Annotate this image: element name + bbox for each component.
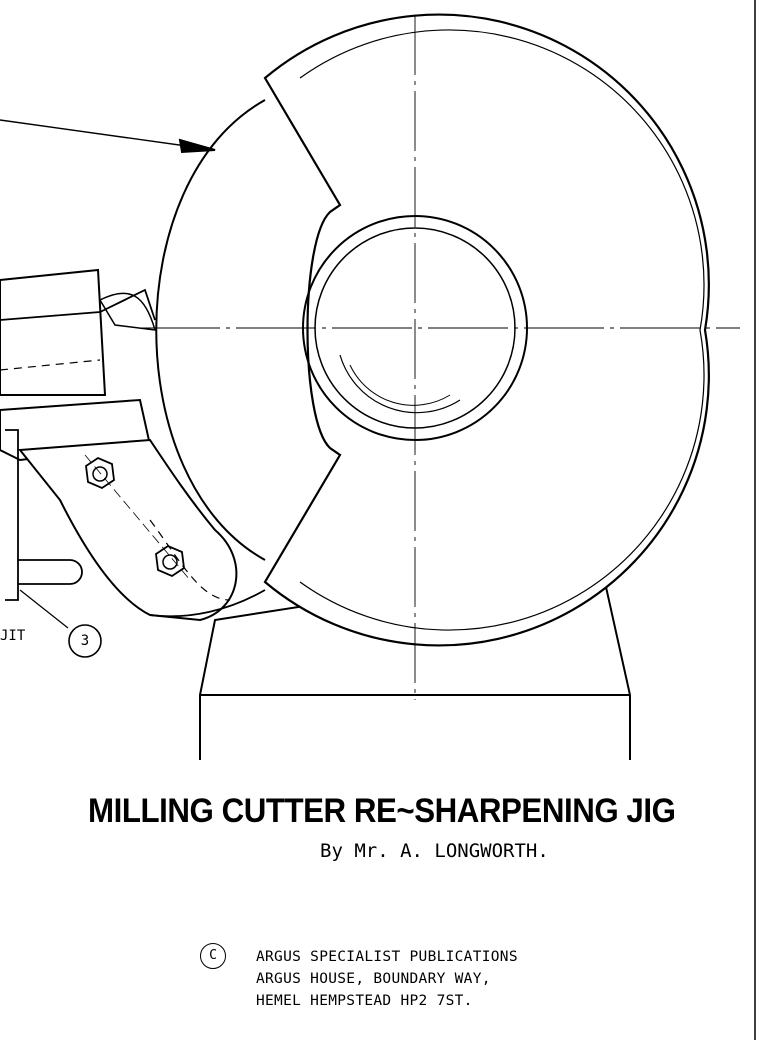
callout-leader <box>19 589 69 629</box>
leader-arrowhead <box>178 138 216 154</box>
arm-edge <box>149 589 266 618</box>
publisher-block: ARGUS SPECIALIST PUBLICATIONS ARGUS HOUS… <box>256 946 518 1012</box>
post <box>5 429 19 601</box>
hidden-line <box>0 359 101 371</box>
drawing-title: MILLING CUTTER RE~SHARPENING JIG <box>88 792 676 830</box>
copyright-icon: C <box>200 943 226 969</box>
hub-shading <box>339 354 461 414</box>
wheel-side <box>155 99 266 561</box>
callout-number: 3 <box>80 633 90 649</box>
publisher-line-2: ARGUS HOUSE, BOUNDARY WAY, <box>256 971 491 987</box>
callout-label: JIT <box>0 628 26 644</box>
tool-holder <box>0 268 107 396</box>
bolt-axis <box>84 454 191 581</box>
hub-shading-2 <box>349 364 451 406</box>
callout-balloon <box>68 624 102 658</box>
publisher-line-3: HEMEL HEMPSTEAD HP2 7ST. <box>256 993 473 1009</box>
publisher-line-1: ARGUS SPECIALIST PUBLICATIONS <box>256 949 518 965</box>
slot-hidden <box>149 519 231 601</box>
author-line: By Mr. A. LONGWORTH. <box>320 840 549 862</box>
hex-nut-lower <box>155 544 185 578</box>
grinding-wheel <box>263 13 710 647</box>
leader-line <box>0 119 216 151</box>
pin <box>18 559 83 585</box>
tool-holder-top <box>0 288 156 321</box>
support-arm <box>18 438 238 622</box>
hex-nut-upper <box>85 456 115 490</box>
cutter-tip <box>98 292 157 331</box>
wheel-rim <box>299 29 705 631</box>
